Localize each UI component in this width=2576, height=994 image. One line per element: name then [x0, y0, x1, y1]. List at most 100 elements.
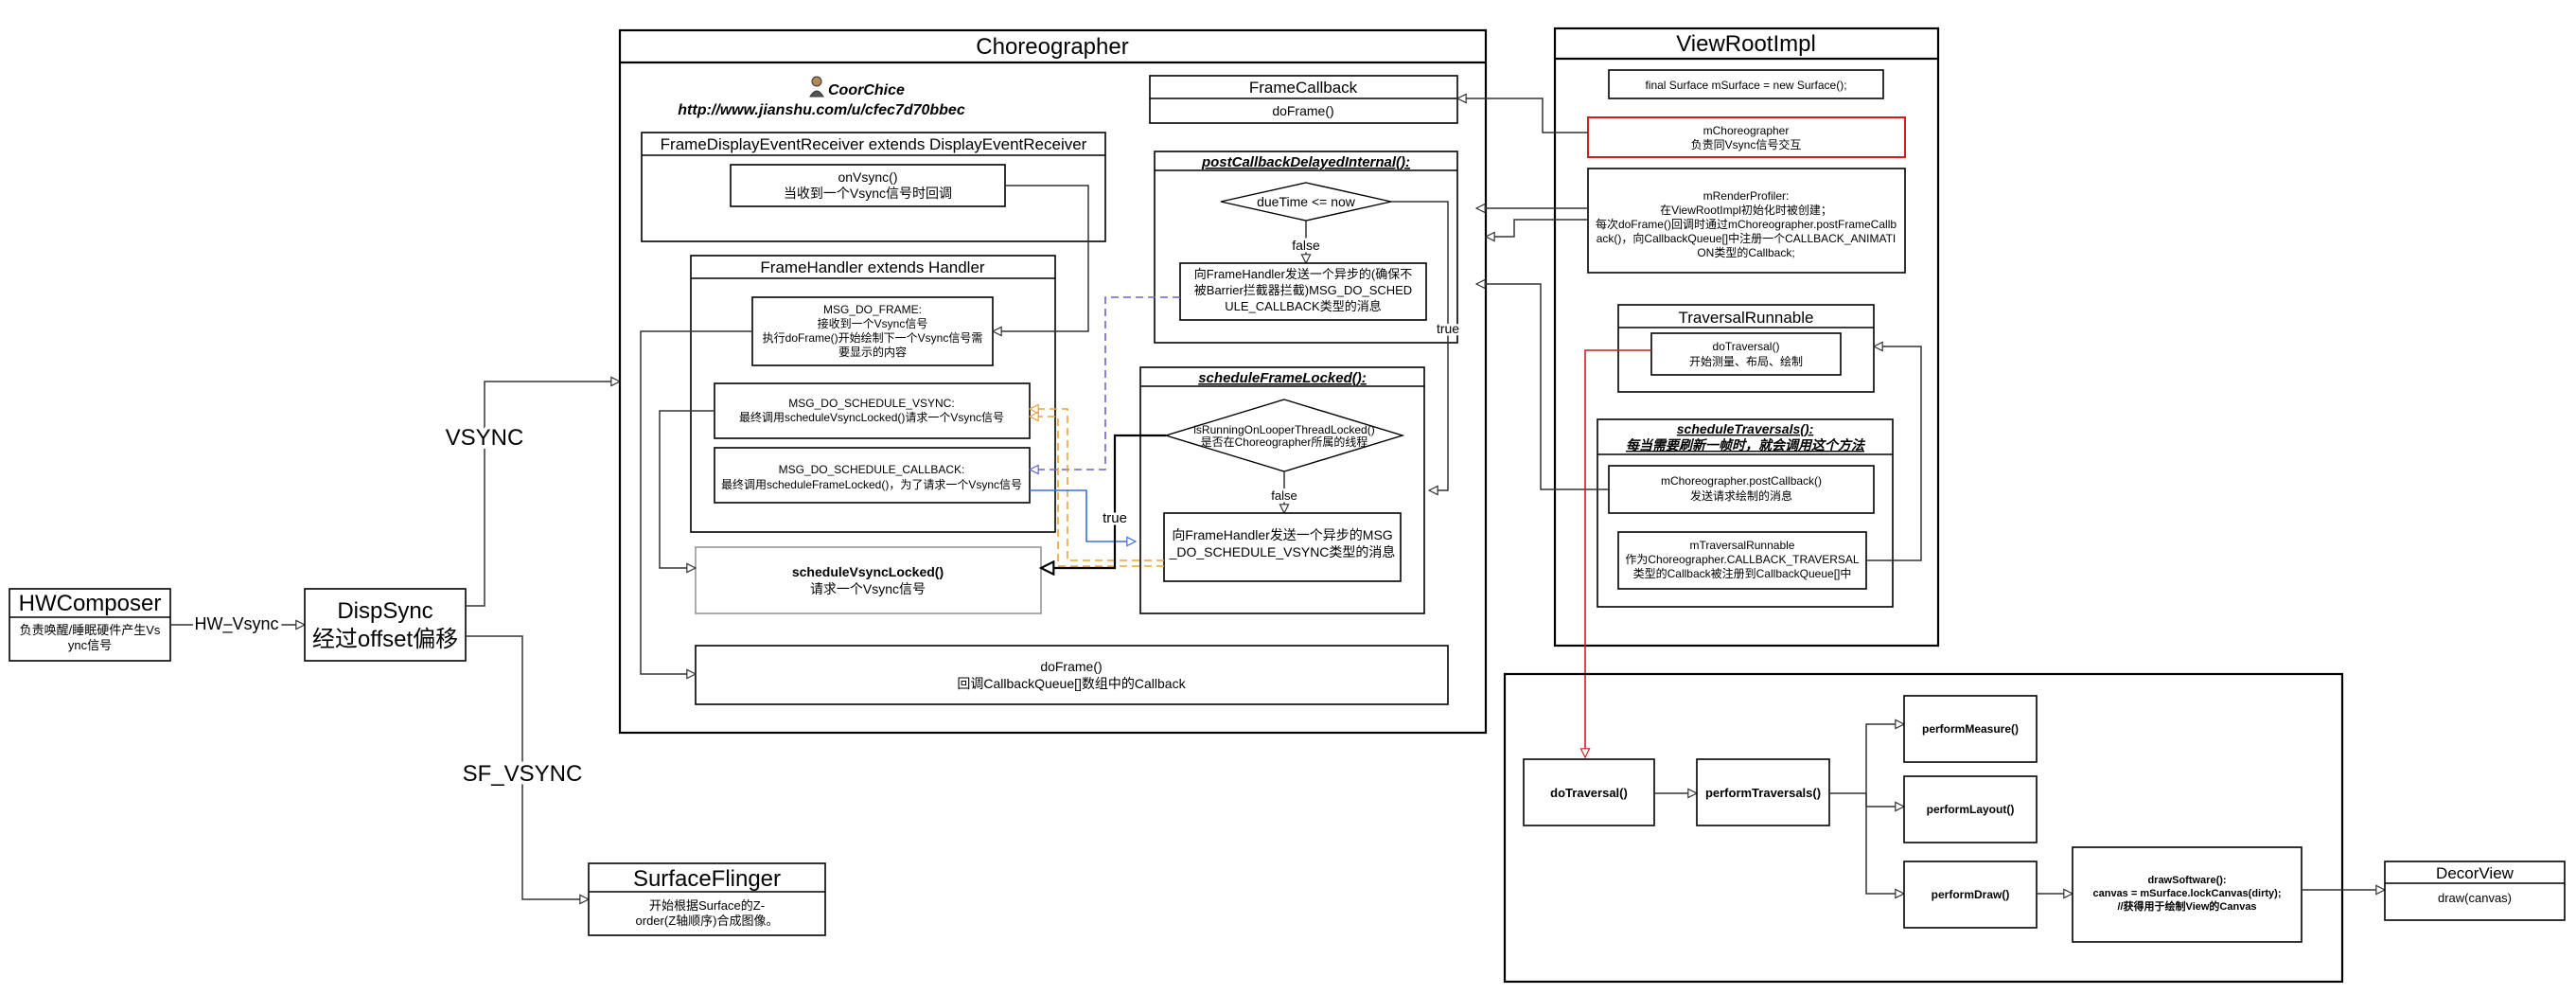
- surface-field-text: final Surface mSurface = new Surface();: [1645, 79, 1846, 92]
- decorview-title: DecorView: [2436, 864, 2514, 882]
- mrenderprofiler-line5: ON类型的Callback;: [1697, 245, 1794, 259]
- edge-postcallback-call: [1476, 284, 1609, 490]
- msg-schedule-callback-line2: 最终调用scheduleFrameLocked()，为了请求一个Vsync信号: [721, 477, 1022, 491]
- person-icon: [809, 76, 824, 98]
- schedule-vsync-locked-title: scheduleVsyncLocked(): [792, 564, 944, 579]
- edge-to-draw: [1865, 793, 1904, 894]
- traversal-runnable-field-line3: 类型的Callback被注册到CallbackQueue[]中: [1633, 566, 1852, 580]
- msg-schedule-callback-line1: MSG_DO_SCHEDULE_CALLBACK:: [779, 463, 965, 476]
- sf-vsync-label: SF_VSYNC: [463, 761, 583, 787]
- surfaceflinger-desc-line1: 开始根据Surface的Z-: [649, 898, 765, 913]
- msg-do-frame-line1: MSG_DO_FRAME:: [823, 303, 922, 316]
- looper-thread-condition-line1: isRunningOnLooperThreadLocked(): [1193, 423, 1374, 436]
- edge-renderprofiler-postcallback-2: [1486, 219, 1588, 237]
- perform-layout-node: performLayout(): [1903, 775, 2038, 843]
- edge-schedule-vsync-msg: [659, 410, 715, 568]
- looper-thread-condition-line2: 是否在Choreographer所属的线程: [1201, 435, 1368, 449]
- looper-true-label: true: [1103, 510, 1127, 526]
- frame-handler: FrameHandler extends Handler MSG_DO_FRAM…: [690, 255, 1056, 533]
- post-callback-call-desc: 发送请求绘制的消息: [1690, 488, 1792, 503]
- duetime-false-label: false: [1292, 238, 1320, 253]
- frame-callback-title: FrameCallback: [1249, 79, 1358, 97]
- traversal-runnable-class: TraversalRunnable doTraversal() 开始测量、布局、…: [1617, 304, 1875, 393]
- traversal-runnable-method: doTraversal(): [1713, 340, 1780, 353]
- edge-vsync: [466, 382, 620, 607]
- author-tag: CoorChice http://www.jianshu.com/u/cfec7…: [678, 76, 965, 118]
- dispsync-subtitle: 经过offset偏移: [312, 627, 458, 652]
- choreographer-title: Choreographer: [976, 34, 1128, 60]
- traversal-runnable-field-line2: 作为Choreographer.CALLBACK_TRAVERSAL: [1625, 553, 1860, 566]
- hwcomposer-node: HWComposer 负责唤醒/睡眠硬件产生Vs ync信号: [9, 588, 171, 662]
- msg-do-frame-line2: 接收到一个Vsync信号: [818, 316, 928, 330]
- traversal-flow-container: [1503, 672, 2344, 984]
- edge-blue-schedule-frame: [1030, 489, 1136, 541]
- edge-to-measure: [1829, 724, 1904, 794]
- post-callback-call: mChoreographer.postCallback(): [1661, 474, 1822, 488]
- mrenderprofiler-line2: 在ViewRootImpl初始化时被创建；: [1660, 204, 1832, 217]
- perform-measure-node: performMeasure(): [1903, 695, 2038, 763]
- frame-handler-title: FrameHandler extends Handler: [760, 258, 985, 276]
- choreographer-container: Choreographer: [618, 28, 1488, 735]
- onvsync-desc: 当收到一个Vsync信号时回调: [784, 186, 952, 201]
- edge-orange-schedule-vsync-2: [1030, 417, 1164, 567]
- do-traversal-node: doTraversal(): [1523, 758, 1655, 826]
- edge-to-layout: [1865, 793, 1904, 807]
- viewrootimpl-container: ViewRootImpl: [1553, 27, 1940, 648]
- surfaceflinger-node: SurfaceFlinger 开始根据Surface的Z- order(Z轴顺序…: [588, 862, 826, 936]
- schedule-frame-title: scheduleFrameLocked():: [1198, 370, 1367, 386]
- perform-draw-node: performDraw(): [1903, 861, 2038, 929]
- dispsync-node: DispSync 经过offset偏移: [304, 588, 467, 662]
- duetime-condition: dueTime <= now: [1257, 194, 1356, 209]
- mrenderprofiler-line3: 每次doFrame()回调时通过mChoreographer.postFrame…: [1596, 217, 1897, 231]
- vsync-label: VSYNC: [446, 425, 524, 451]
- edge-choreographer-field-framecallback: [1457, 98, 1588, 133]
- draw-software-line2: canvas = mSurface.lockCanvas(dirty);: [2092, 888, 2281, 899]
- receiver-title: FrameDisplayEventReceiver extends Displa…: [661, 135, 1087, 153]
- schedule-frame-msg-line2: _DO_SCHEDULE_VSYNC类型的消息: [1169, 544, 1396, 559]
- author-name: CoorChice: [828, 82, 905, 98]
- post-callback-delayed-internal: postCallbackDelayedInternal(): dueTime <…: [1154, 151, 1462, 490]
- traversal-runnable-title: TraversalRunnable: [1679, 309, 1814, 327]
- post-callback-msg-line1: 向FrameHandler发送一个异步的(确保不: [1194, 267, 1412, 281]
- frame-display-event-receiver: FrameDisplayEventReceiver extends Displa…: [641, 132, 1106, 242]
- hw-vsync-label: HW_Vsync: [194, 614, 278, 634]
- mchoreographer-field: mChoreographer 负责同Vsync信号交互: [1587, 116, 1906, 158]
- mrenderprofiler-line1: mRenderProfiler:: [1703, 189, 1790, 203]
- viewrootimpl-title: ViewRootImpl: [1676, 31, 1816, 57]
- schedule-vsync-locked-desc: 请求一个Vsync信号: [810, 581, 926, 596]
- edge-onvsync-msg-do-frame: [993, 185, 1089, 331]
- mchoreographer-field-name: mChoreographer: [1703, 124, 1790, 137]
- perform-layout-text: performLayout(): [1927, 803, 2015, 816]
- schedule-traversals-title: scheduleTraversals():: [1677, 421, 1813, 436]
- msg-do-frame-line3: 执行doFrame()开始绘制下一个Vsync信号需: [763, 330, 983, 345]
- mrenderprofiler-line4: ack()，向CallbackQueue[]中注册一个CALLBACK_ANIM…: [1597, 231, 1897, 245]
- post-callback-title: postCallbackDelayedInternal():: [1201, 154, 1410, 170]
- post-callback-msg-line2: 被Barrier拦截器拦截)MSG_DO_SCHED: [1194, 283, 1412, 297]
- edge-looper-true: [1041, 434, 1166, 568]
- hwcomposer-desc-line1: 负责唤醒/睡眠硬件产生Vs: [20, 623, 161, 637]
- perform-measure-text: performMeasure(): [1922, 722, 2019, 736]
- draw-software-node: drawSoftware(): canvas = mSurface.lockCa…: [2072, 846, 2303, 943]
- edge-sf-vsync: [466, 635, 589, 899]
- msg-schedule-vsync-line1: MSG_DO_SCHEDULE_VSYNC:: [788, 397, 954, 410]
- edge-msg-do-frame-doframe: [640, 330, 752, 674]
- surfaceflinger-desc-line2: order(Z轴顺序)合成图像。: [636, 914, 779, 928]
- msg-schedule-vsync-line2: 最终调用scheduleVsyncLocked()请求一个Vsync信号: [739, 410, 1004, 424]
- author-url: http://www.jianshu.com/u/cfec7d70bbec: [678, 102, 965, 118]
- onvsync-method: onVsync(): [838, 169, 897, 185]
- duetime-true-label: true: [1437, 321, 1459, 336]
- decorview-node: DecorView draw(canvas): [2384, 861, 2566, 921]
- looper-false-label: false: [1271, 488, 1297, 503]
- draw-software-line1: drawSoftware():: [2147, 875, 2226, 886]
- mrenderprofiler-field: mRenderProfiler: 在ViewRootImpl初始化时被创建； 每…: [1587, 168, 1906, 274]
- decorview-method: draw(canvas): [2438, 891, 2512, 905]
- schedule-frame-msg-line1: 向FrameHandler发送一个异步的MSG: [1172, 527, 1392, 542]
- hwcomposer-desc-line2: ync信号: [68, 638, 112, 652]
- surfaceflinger-title: SurfaceFlinger: [633, 866, 781, 892]
- edge-duetime-true: [1391, 201, 1449, 490]
- mchoreographer-field-desc: 负责同Vsync信号交互: [1691, 137, 1802, 151]
- edge-red-dotraversal: [1585, 349, 1651, 757]
- traversal-runnable-desc: 开始测量、布局、绘制: [1689, 354, 1803, 368]
- schedule-traversals-method: scheduleTraversals(): 每当需要刷新一帧时，就会调用这个方法…: [1597, 418, 1894, 608]
- schedule-vsync-locked: scheduleVsyncLocked() 请求一个Vsync信号: [695, 546, 1042, 614]
